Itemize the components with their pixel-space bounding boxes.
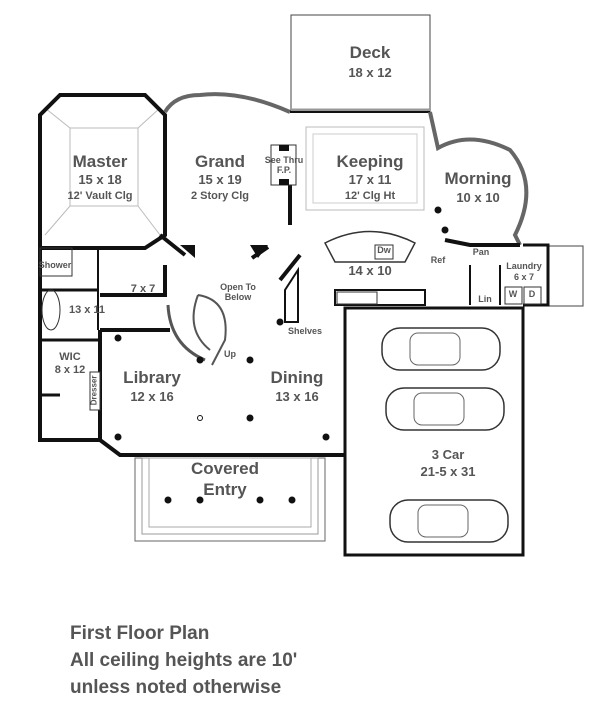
garage-name: 3 Car	[431, 447, 465, 462]
grand-note: 2 Story Clg	[190, 190, 250, 202]
plan-title: First Floor Plan	[70, 623, 210, 644]
wic-name: WIC	[59, 351, 81, 363]
grand-name: Grand	[194, 152, 246, 171]
master-size: 15 x 18	[78, 172, 122, 187]
linen-label: Lin	[478, 294, 492, 304]
deck-name: Deck	[349, 43, 391, 62]
deck-size: 18 x 12	[348, 65, 392, 80]
car-2	[385, 387, 505, 431]
pantry-label: Pan	[472, 247, 490, 257]
laundry-name: Laundry	[506, 261, 542, 271]
wic-size: 8 x 12	[54, 364, 86, 376]
car-1	[381, 327, 501, 371]
laundry-size: 6 x 7	[513, 272, 535, 282]
car-3	[389, 499, 509, 543]
dining-size: 13 x 16	[275, 389, 319, 404]
morning-size: 10 x 10	[456, 190, 500, 205]
library-name: Library	[123, 368, 181, 387]
powder-size: 7 x 7	[130, 283, 156, 295]
master-note: 12' Vault Clg	[67, 190, 133, 202]
grand-size: 15 x 19	[198, 172, 242, 187]
keeping-size: 17 x 11	[348, 172, 392, 187]
stairs-up-label: Up	[224, 349, 236, 359]
fireplace-label: See Thru	[264, 155, 304, 165]
morning-name: Morning	[444, 169, 512, 188]
shelves-label: Shelves	[287, 326, 323, 336]
keeping-name: Keeping	[336, 152, 404, 171]
open-below-label: Open To	[220, 282, 256, 292]
dining-name: Dining	[270, 368, 324, 387]
ceiling-note-2: unless noted otherwise	[70, 677, 282, 698]
dryer-label: D	[528, 289, 536, 299]
garage-size: 21-5 x 31	[420, 464, 476, 479]
master-name: Master	[72, 152, 128, 171]
kitchen-size: 14 x 10	[348, 263, 392, 278]
open-below-label-2: Below	[224, 292, 252, 302]
ceiling-note: All ceiling heights are 10'	[70, 650, 298, 671]
entry-name-2: Entry	[203, 480, 247, 499]
washer-label: W	[508, 289, 518, 299]
keeping-note: 12' Clg Ht	[344, 190, 396, 202]
dishwasher-label: Dw	[377, 245, 391, 255]
ref-label: Ref	[430, 255, 446, 265]
dresser-label: Dresser	[89, 375, 99, 406]
entry-name: Covered	[190, 459, 260, 478]
bath-size: 13 x 11	[68, 304, 106, 316]
fireplace-label-2: F.P.	[276, 165, 292, 175]
shower-label: Shower	[38, 260, 72, 270]
library-size: 12 x 16	[130, 389, 174, 404]
deck-outline	[290, 14, 431, 113]
